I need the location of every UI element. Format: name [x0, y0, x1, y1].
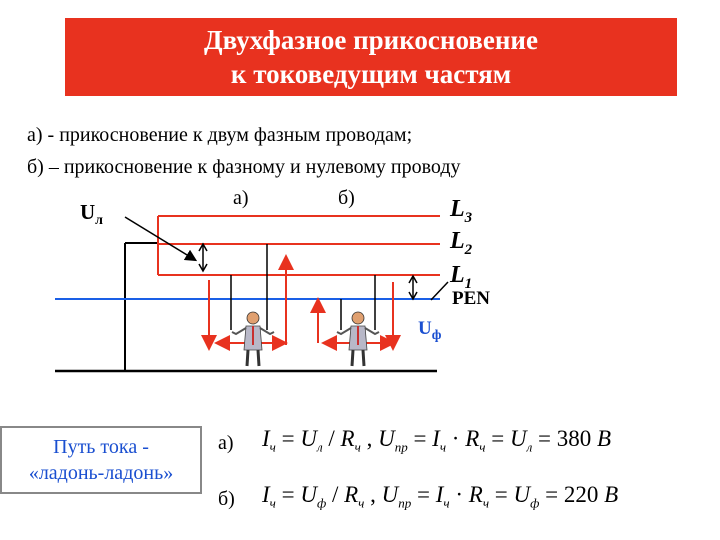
title-line-1: Двухфазное прикосновение — [204, 25, 538, 55]
person-b-figure — [336, 311, 380, 367]
current-path-box: Путь тока - «ладонь-ладонь» — [0, 426, 202, 494]
ul-pointer-arrow — [124, 216, 198, 262]
formula-b-label: б) — [218, 488, 235, 510]
current-path-line-1: Путь тока - — [53, 436, 149, 458]
l1-label: L1 — [450, 262, 473, 292]
l3-label: L3 — [450, 196, 473, 226]
case-b-label: б) — [338, 187, 355, 209]
pen-pointer-line — [430, 281, 449, 301]
pen-label: PEN — [452, 288, 490, 309]
subtitle-line-2: б) – прикосновение к фазному и нулевому … — [27, 156, 461, 178]
l2-label: L2 — [450, 228, 473, 258]
person-a-figure — [231, 311, 275, 367]
formula-a: Iч = Uл / Rч , Uпр = Iч · Rч = Uл = 380 … — [262, 426, 612, 455]
ul-voltage-arrow-down — [198, 263, 208, 273]
ul-label: Uл — [80, 200, 104, 229]
title-line-2: к токоведущим частям — [230, 59, 512, 89]
formula-a-label: а) — [218, 432, 234, 454]
current-path-line-2: «ладонь-ладонь» — [28, 462, 174, 484]
subtitle-line-1: а) - прикосновение к двум фазным провода… — [27, 124, 413, 146]
ul-voltage-arrow-up — [198, 242, 208, 252]
uf-label: Uф — [418, 318, 442, 343]
uf-voltage-arrow-up — [408, 274, 418, 284]
uf-voltage-arrow-down — [408, 291, 418, 301]
title-banner: Двухфазное прикосновение к токоведущим ч… — [65, 18, 677, 96]
case-a-label: а) — [233, 187, 249, 209]
formula-b: Iч = Uф / Rч , Uпр = Iч · Rч = Uф = 220 … — [262, 482, 619, 511]
